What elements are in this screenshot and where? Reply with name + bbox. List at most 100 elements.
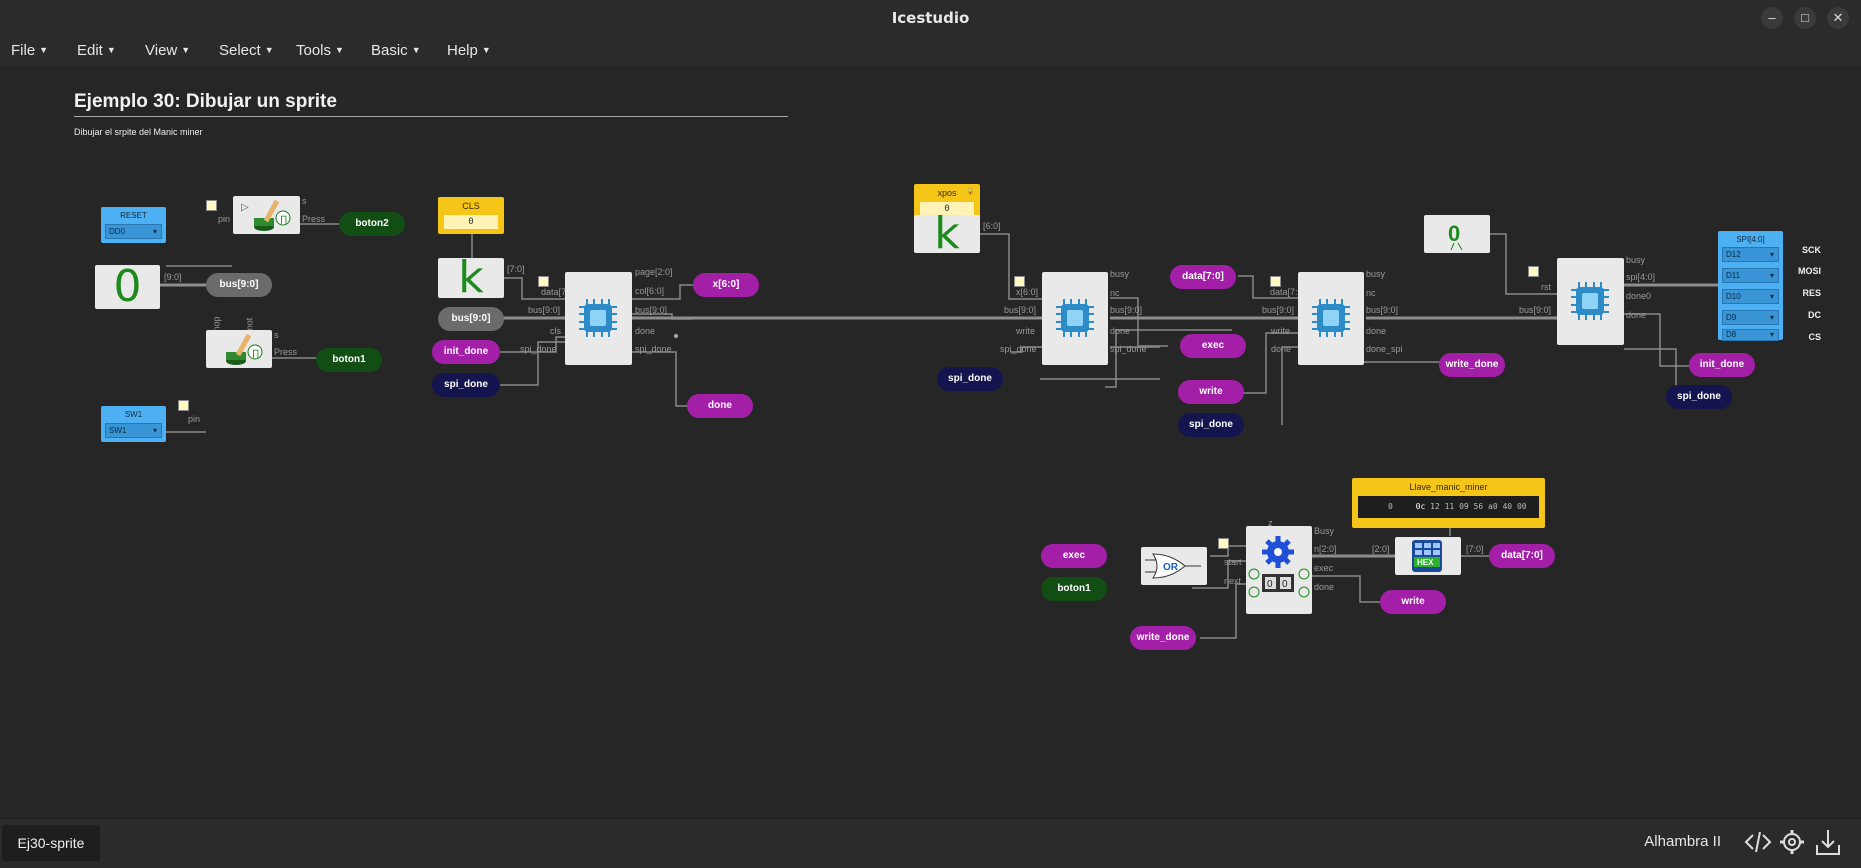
board-name[interactable]: Alhambra II [1644,833,1721,850]
port-done: done [1314,582,1335,592]
lock-icon: 🔒 [966,188,975,195]
canvas-title: Ejemplo 30: Dibujar un sprite [74,91,337,112]
label-write-done[interactable]: write_done [1439,353,1505,377]
label-spi-done-4[interactable]: spi_done [1666,385,1732,409]
reset-pin-select[interactable]: DD0 [105,224,162,239]
cls-const[interactable]: CLS 0 [438,197,504,234]
label-init-done-2[interactable]: init_done [1689,353,1755,377]
label-boton1[interactable]: boton1 [316,348,382,372]
sw1-pin-select[interactable]: SW1 [105,423,162,438]
menu-select[interactable]: Select▼ [219,42,274,59]
design-canvas[interactable]: Ejemplo 30: Dibujar un sprite Dibujar el… [0,66,1861,818]
file-tab[interactable]: Ej30-sprite [2,825,100,861]
download-icon[interactable] [1813,827,1843,857]
spi-name-cs: CS [1808,332,1821,342]
spi-label: SPI[4:0] [1736,235,1765,244]
cls-value[interactable]: 0 [444,215,498,229]
settings-icon[interactable] [1777,827,1807,857]
port-done-spi: done_spi [1366,344,1403,354]
label-write[interactable]: write [1178,380,1244,404]
or-gate-icon: OR [1145,553,1201,579]
minimize-button[interactable]: – [1761,7,1783,29]
label-x-6-0[interactable]: x[6:0] [693,273,759,297]
xpos-value[interactable]: 0 [920,202,974,216]
menu-file[interactable]: File▼ [11,42,49,59]
spi-name-dc: DC [1808,310,1821,320]
clock-marker [178,400,189,411]
menu-tools[interactable]: Tools▼ [296,42,344,59]
write-data-module-block[interactable] [1298,272,1364,365]
menu-basic[interactable]: Basic▼ [371,42,421,59]
zero-probe-block[interactable]: 0 [1424,215,1490,253]
port-done: done [1626,310,1647,320]
maximize-button[interactable]: □ [1794,7,1816,29]
port-b-2-0: [2:0] [1372,544,1390,554]
port-rst: rst [1541,282,1551,292]
spi-pin-select-2[interactable]: D10 [1722,289,1779,304]
k-block-1[interactable]: k [438,252,504,303]
label-exec[interactable]: exec [1180,334,1246,358]
port-n-2-0: n[2:0] [1314,544,1337,554]
port-cls: cls [550,326,561,336]
port-exec: exec [1314,563,1334,573]
menu-help[interactable]: Help▼ [447,42,491,59]
port-busy-upper: Busy [1314,526,1335,536]
close-button[interactable]: ✕ [1827,7,1849,29]
port-done: done [1110,326,1131,336]
port-s: s [302,196,307,206]
chip-icon [1056,299,1094,337]
menu-view[interactable]: View▼ [145,42,191,59]
memory-const[interactable]: Llave_manic_miner 0 0c 12 11 09 56 a0 40… [1352,478,1545,528]
label-init-done[interactable]: init_done [432,340,500,364]
hex-rom-icon: HEX [1412,540,1442,572]
memory-values[interactable]: 0 0c 12 11 09 56 a0 40 00 [1358,496,1539,518]
label-bus-9-0[interactable]: bus[9:0] [206,273,272,297]
menu-edit[interactable]: Edit▼ [77,42,116,59]
write-x-module-block[interactable] [1042,272,1108,365]
zero-const-block[interactable]: 0 [95,261,160,312]
spi-output-block[interactable]: SPI[4:0] D12 D11 D10 D9 D8 [1718,231,1783,341]
spi-module-block[interactable] [1557,258,1624,345]
spi-pin-select-3[interactable]: D9 [1722,310,1779,325]
port-done0: done0 [1626,291,1652,301]
port-next: next [1224,576,1242,586]
port-spi-done: spi_done [1110,344,1147,354]
rom-block[interactable]: HEX [1395,537,1461,575]
button-press-icon: ∏ ▷ [241,199,291,231]
port-spi-done: spi_done [635,344,672,354]
reset-input-block[interactable]: RESET DD0 [101,207,166,243]
svg-text:HEX: HEX [1417,558,1434,567]
debouncer-block[interactable]: ∏ ▷ [233,196,300,234]
label-boton2[interactable]: boton2 [339,212,405,236]
label-exec-in[interactable]: exec [1041,544,1107,568]
port-s: s [274,330,279,340]
clock-marker [1270,276,1281,287]
debouncer-block-2[interactable]: ∏ [206,330,272,368]
xpos-const[interactable]: xpos 🔒 0 [914,184,980,221]
k-value: k [934,208,960,259]
or-gate-block[interactable]: OR [1141,547,1207,585]
label-spi-done-3[interactable]: spi_done [1178,413,1244,437]
cls-label: CLS [462,201,480,211]
label-spi-done[interactable]: spi_done [432,373,500,397]
label-write-out[interactable]: write [1380,590,1446,614]
label-boton1-in[interactable]: boton1 [1041,577,1107,601]
zero-value: 0 [113,261,142,312]
sprite-module-block[interactable] [565,272,632,365]
title-bar: Icestudio – □ ✕ [0,0,1861,38]
label-data-7-0[interactable]: data[7:0] [1170,265,1236,289]
code-icon[interactable] [1743,827,1773,857]
label-data-7-0-out[interactable]: data[7:0] [1489,544,1555,568]
spi-pin-select-4[interactable]: D8 [1722,329,1779,341]
label-write-done-2[interactable]: write_done [1130,626,1196,650]
label-spi-done-2[interactable]: spi_done [937,367,1003,391]
spi-pin-select-0[interactable]: D12 [1722,247,1779,262]
label-done[interactable]: done [687,394,753,418]
label-bus-9-0-in[interactable]: bus[9:0] [438,307,504,331]
port-pin: pin [188,414,201,424]
spi-pin-select-1[interactable]: D11 [1722,268,1779,283]
k-value: k [458,252,484,303]
sw1-input-block[interactable]: SW1 SW1 [101,406,166,442]
k-block-2[interactable]: k [914,208,980,259]
